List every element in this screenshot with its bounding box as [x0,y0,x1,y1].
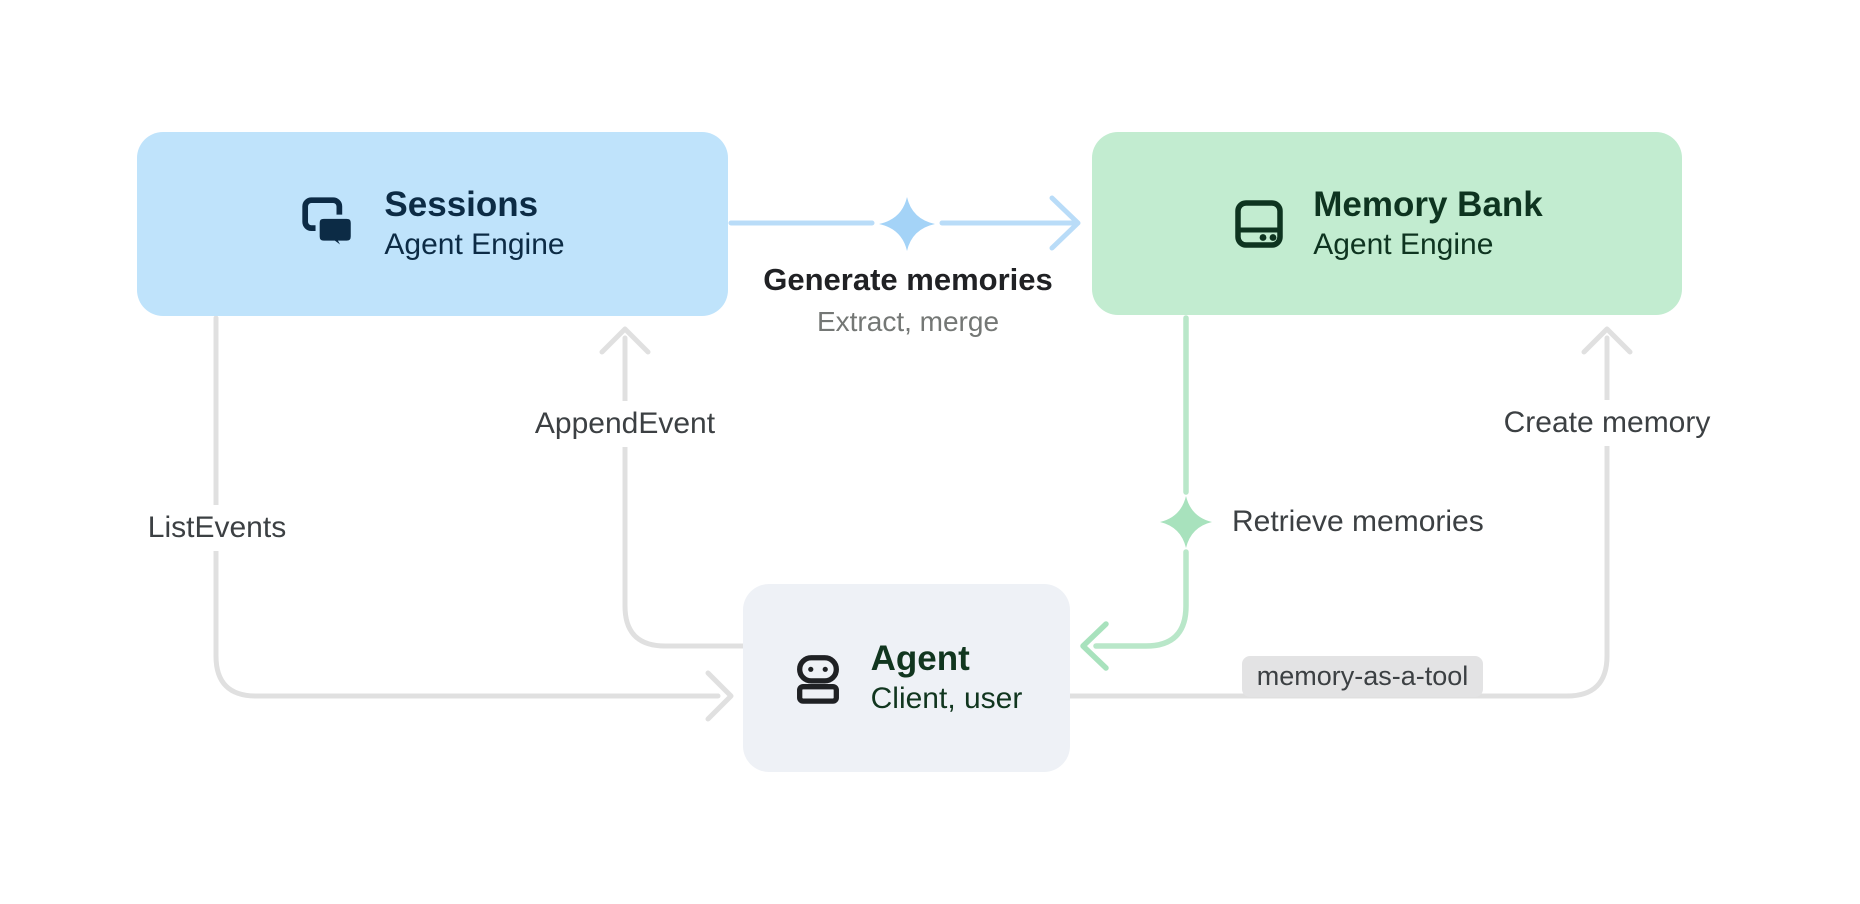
sessions-node: Sessions Agent Engine [137,132,728,316]
memory-bank-subtitle: Agent Engine [1313,227,1494,261]
edge-append-event [622,335,746,649]
agent-subtitle: Client, user [870,682,1023,716]
generate-memories-label: Generate memories [763,262,1053,297]
retrieve-memories-label: Retrieve memories [1232,505,1484,538]
arrowhead-right-generate-memories-icon [1049,195,1081,251]
memory-as-a-tool-badge: memory-as-a-tool [1242,656,1483,697]
edge-list-events [213,315,721,699]
arrowhead-left-retrieve-memories-icon [1080,621,1109,671]
agent-title: Agent [870,639,970,679]
agent-node: Agent Client, user [743,584,1070,772]
arrowhead-up-append-event-icon [599,326,651,355]
extract-merge-sublabel: Extract, merge [816,306,1000,337]
sparkle-generate-icon [879,197,935,251]
chat-bubbles-icon [300,195,358,253]
sparkle-retrieve-icon [1160,496,1212,548]
sessions-subtitle: Agent Engine [384,228,565,262]
append-event-label: AppendEvent [524,401,726,447]
edge-create-memory [1067,335,1610,699]
edge-retrieve-memories-bottom [1093,549,1189,649]
generate-memories-label-block: Generate memories Extract, merge [763,262,1052,338]
sessions-title: Sessions [384,185,539,225]
memory-bank-node: Memory Bank Agent Engine [1092,132,1682,315]
list-events-label: ListEvents [137,505,297,551]
memory-bank-title: Memory Bank [1313,184,1543,224]
arrowhead-up-create-memory-icon [1581,326,1633,355]
storage-icon [1231,196,1287,252]
arrowhead-right-list-events-icon [705,670,734,722]
create-memory-label: Create memory [1493,400,1721,446]
robot-icon [791,651,845,705]
